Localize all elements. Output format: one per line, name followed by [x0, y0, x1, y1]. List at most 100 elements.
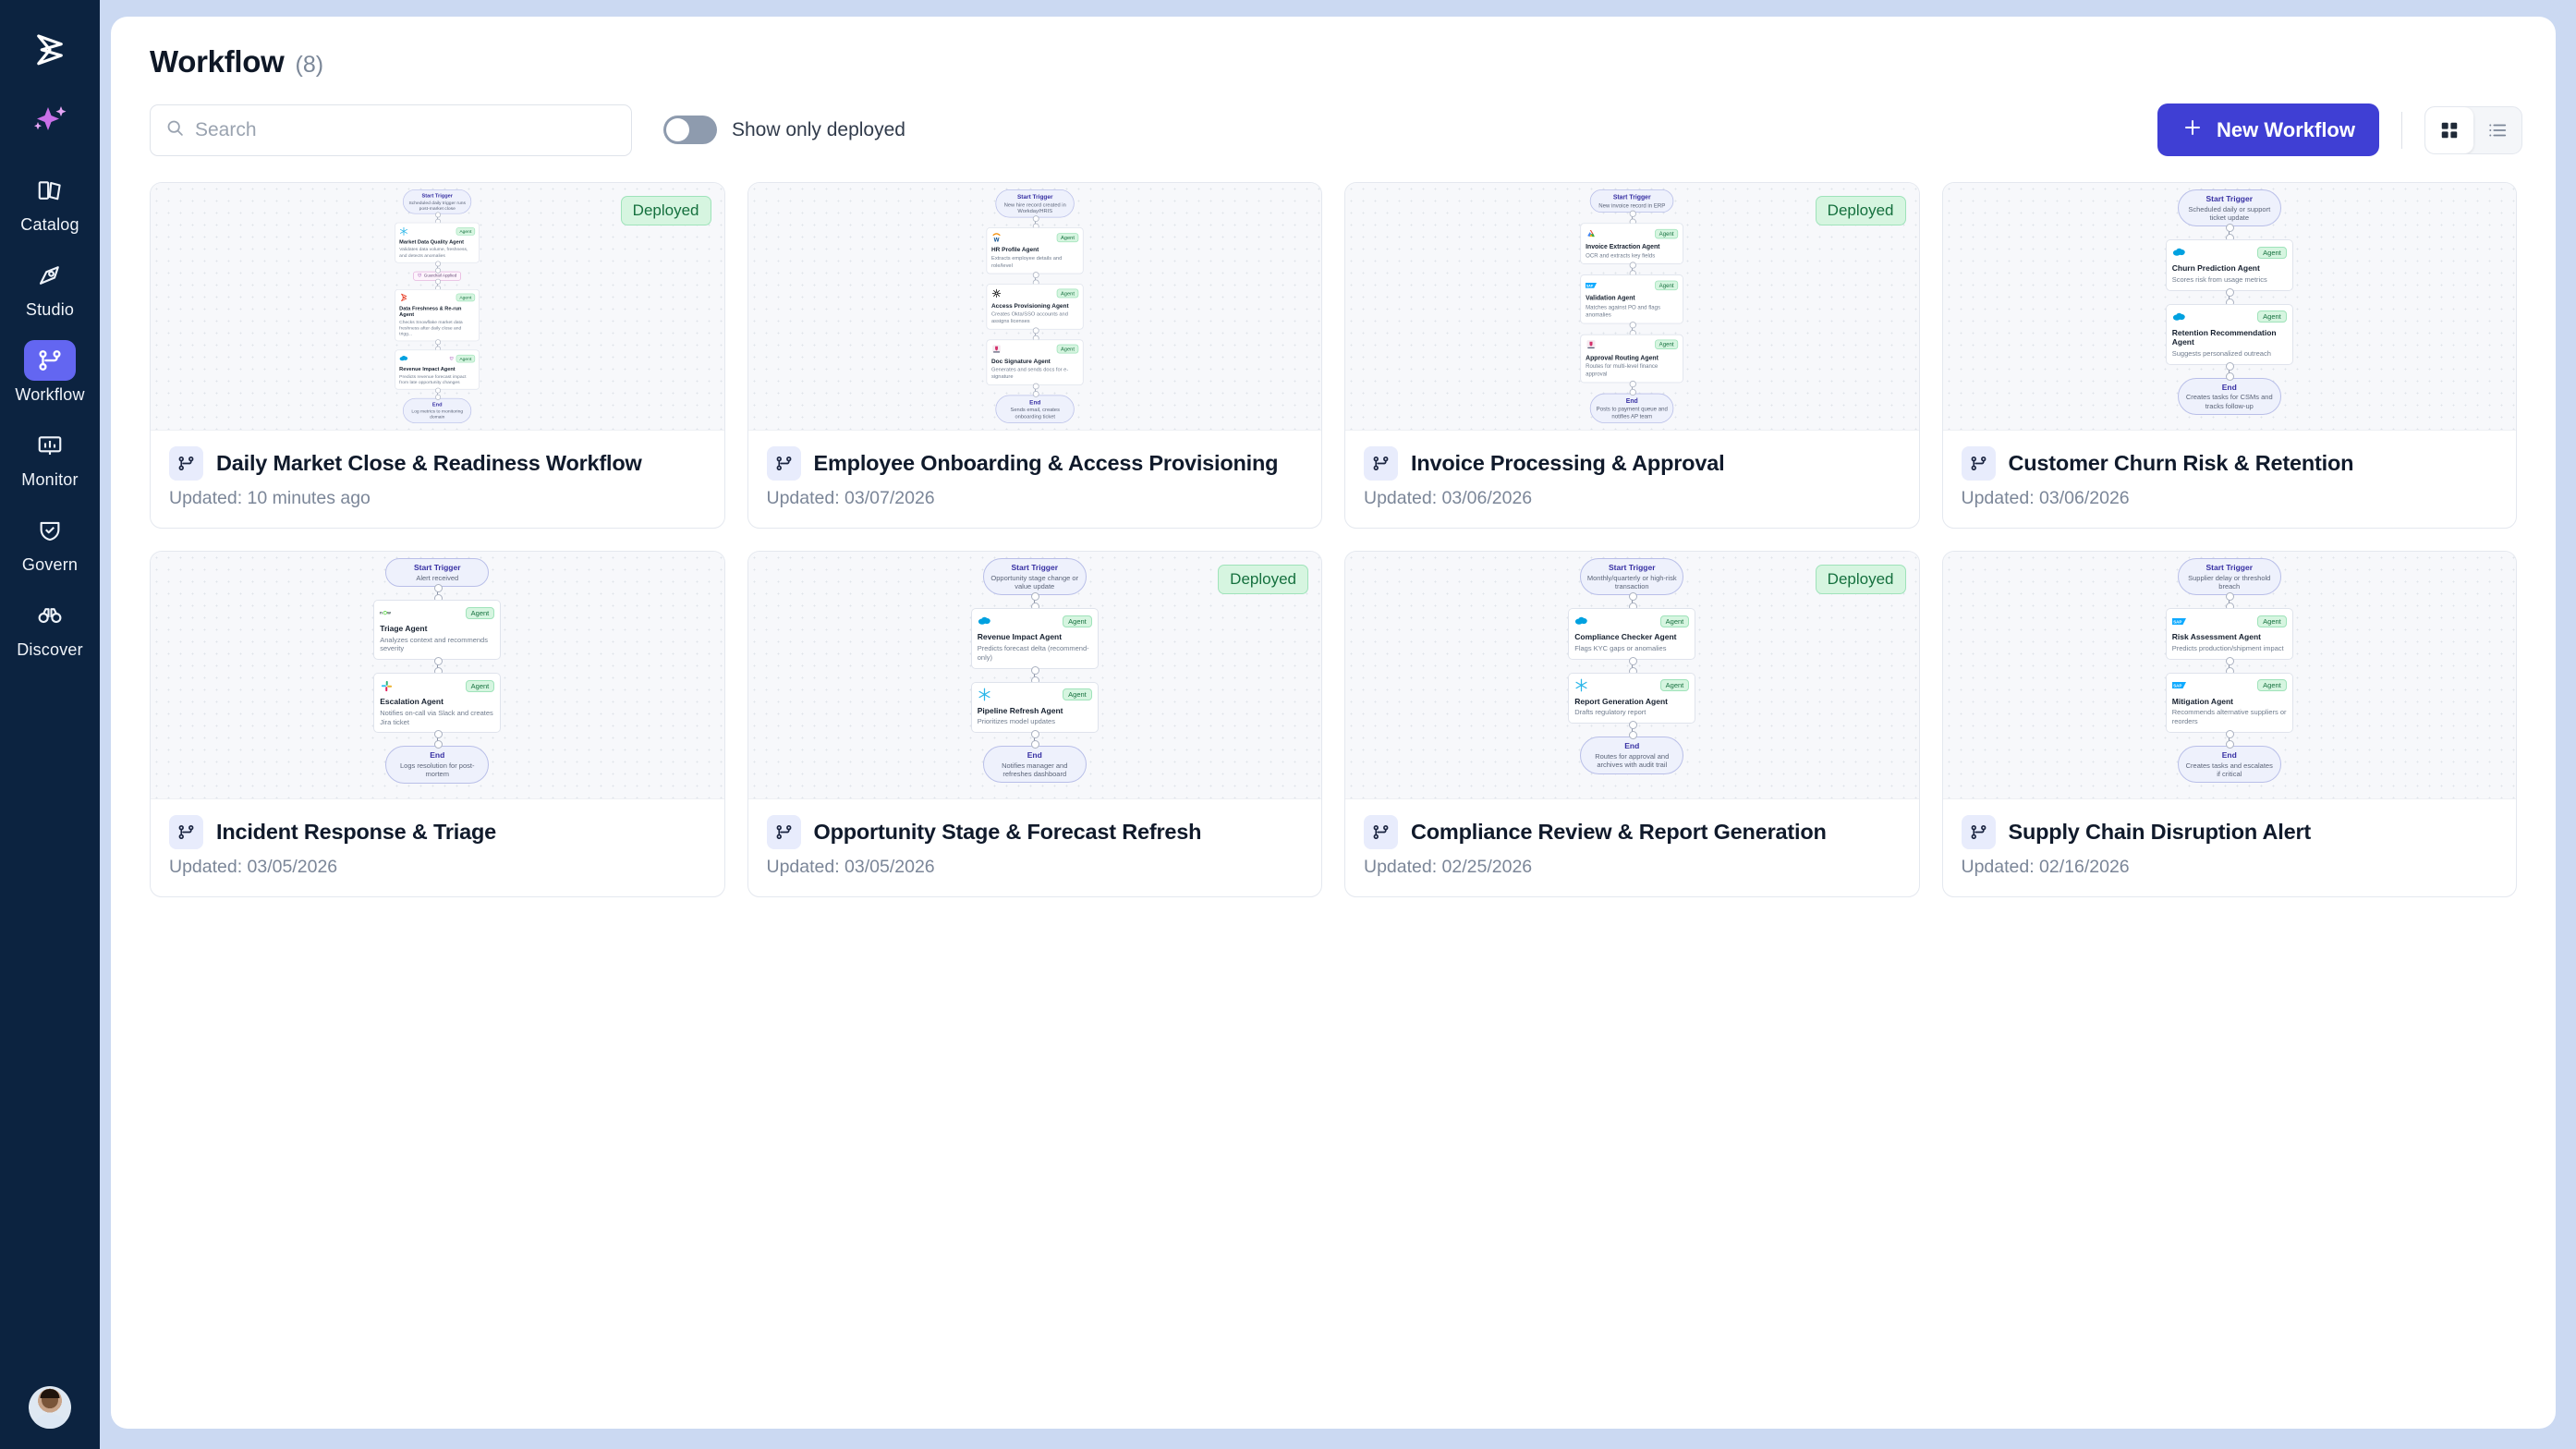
grid-view-icon[interactable]	[2425, 106, 2473, 153]
workflow-card-footer: Compliance Review & Report Generation Up…	[1345, 799, 1919, 896]
sidebar-item-govern[interactable]: Govern	[7, 510, 92, 575]
agent-badge: Agent	[456, 354, 476, 363]
sidebar: Catalog Studio Workflow	[0, 0, 100, 1449]
sidebar-item-discover[interactable]: Discover	[7, 595, 92, 660]
workflow-nodes-icon	[1961, 815, 1996, 849]
ai-sparkle-icon[interactable]	[21, 94, 79, 146]
flow-node-title: Start Trigger	[1011, 563, 1059, 572]
docusign-icon	[991, 344, 1002, 354]
flow-node-title: End	[431, 401, 443, 408]
flow-node-subtitle: Matches against PO and flags anomalies	[1586, 303, 1661, 318]
agent-badge: Agent	[1055, 288, 1078, 298]
flow-node-title: Compliance Checker Agent	[1574, 632, 1677, 642]
brand-logo-icon[interactable]	[21, 20, 79, 78]
flow-connector	[1032, 271, 1039, 286]
flow-node-subtitle: Routes for approval and archives with au…	[1595, 751, 1670, 770]
flow-node-subtitle: New hire record created in Workday/HRIS	[1003, 201, 1066, 214]
sidebar-item-monitor[interactable]: Monitor	[7, 425, 92, 490]
workflow-nodes-icon	[169, 815, 203, 849]
flow-node-subtitle: Recommends alternative suppliers or reor…	[2171, 708, 2287, 726]
agent-badge: Agent	[465, 679, 495, 692]
flow-connector	[1628, 721, 1637, 740]
view-mode-toggle[interactable]	[2424, 105, 2522, 154]
deployed-filter[interactable]: Show only deployed	[663, 116, 905, 144]
flow-connector	[1031, 665, 1040, 685]
agent-badge: Agent	[1063, 688, 1092, 700]
flow-connector	[1629, 380, 1636, 396]
sidebar-item-label: Workflow	[15, 385, 85, 404]
flow-connector	[2226, 656, 2235, 676]
user-avatar[interactable]	[29, 1386, 71, 1429]
plus-icon	[2181, 116, 2204, 144]
search-input[interactable]	[195, 118, 616, 141]
flow-node-subtitle: Flags KYC gaps or anomalies	[1574, 644, 1667, 652]
new-workflow-button[interactable]: New Workflow	[2157, 104, 2379, 156]
status-badge-deployed: Deployed	[1815, 196, 1906, 225]
flow-node-subtitle: Notifies manager and refreshes dashboard	[1002, 761, 1068, 778]
workflow-card-title: Invoice Processing & Approval	[1411, 451, 1725, 475]
flow-connector	[433, 730, 443, 749]
list-view-icon[interactable]	[2473, 107, 2521, 153]
workflow-nodes-icon	[1364, 815, 1398, 849]
slack-icon	[380, 679, 394, 693]
flow-node-subtitle: Scores risk from usage metrics	[2171, 275, 2267, 284]
flow-node-title: End	[2221, 749, 2237, 760]
agent-badge: Agent	[1654, 280, 1679, 291]
search-box[interactable]	[150, 104, 632, 156]
agent-badge: Agent	[456, 226, 476, 236]
show-only-deployed-toggle[interactable]	[663, 116, 717, 144]
flow-node-subtitle: Predicts revenue forecast impact from la…	[399, 373, 467, 385]
flow-node-title: Mitigation Agent	[2171, 696, 2234, 706]
workflow-card-title: Supply Chain Disruption Alert	[2008, 820, 2312, 844]
sidebar-item-catalog[interactable]: Catalog	[7, 170, 92, 235]
flow-connector	[2226, 361, 2235, 381]
flow-node-title: Revenue Impact Agent	[399, 365, 456, 372]
sidebar-item-label: Monitor	[21, 470, 79, 489]
main-panel: Workflow (8) Show only deployed	[111, 17, 2556, 1429]
workflow-card-footer: Daily Market Close & Readiness Workflow …	[151, 431, 724, 528]
workflow-card-updated: Updated: 03/06/2026	[1961, 488, 2130, 508]
monitor-chart-icon	[24, 425, 76, 466]
svg-text:w: w	[386, 612, 391, 616]
agent-badge: Agent	[1063, 615, 1092, 627]
sidebar-item-workflow[interactable]: Workflow	[7, 340, 92, 405]
page-title: Workflow	[150, 44, 285, 79]
sidebar-item-studio[interactable]: Studio	[7, 255, 92, 320]
sap-icon: SAP	[2171, 615, 2186, 628]
google-cloud-icon	[1586, 228, 1597, 239]
